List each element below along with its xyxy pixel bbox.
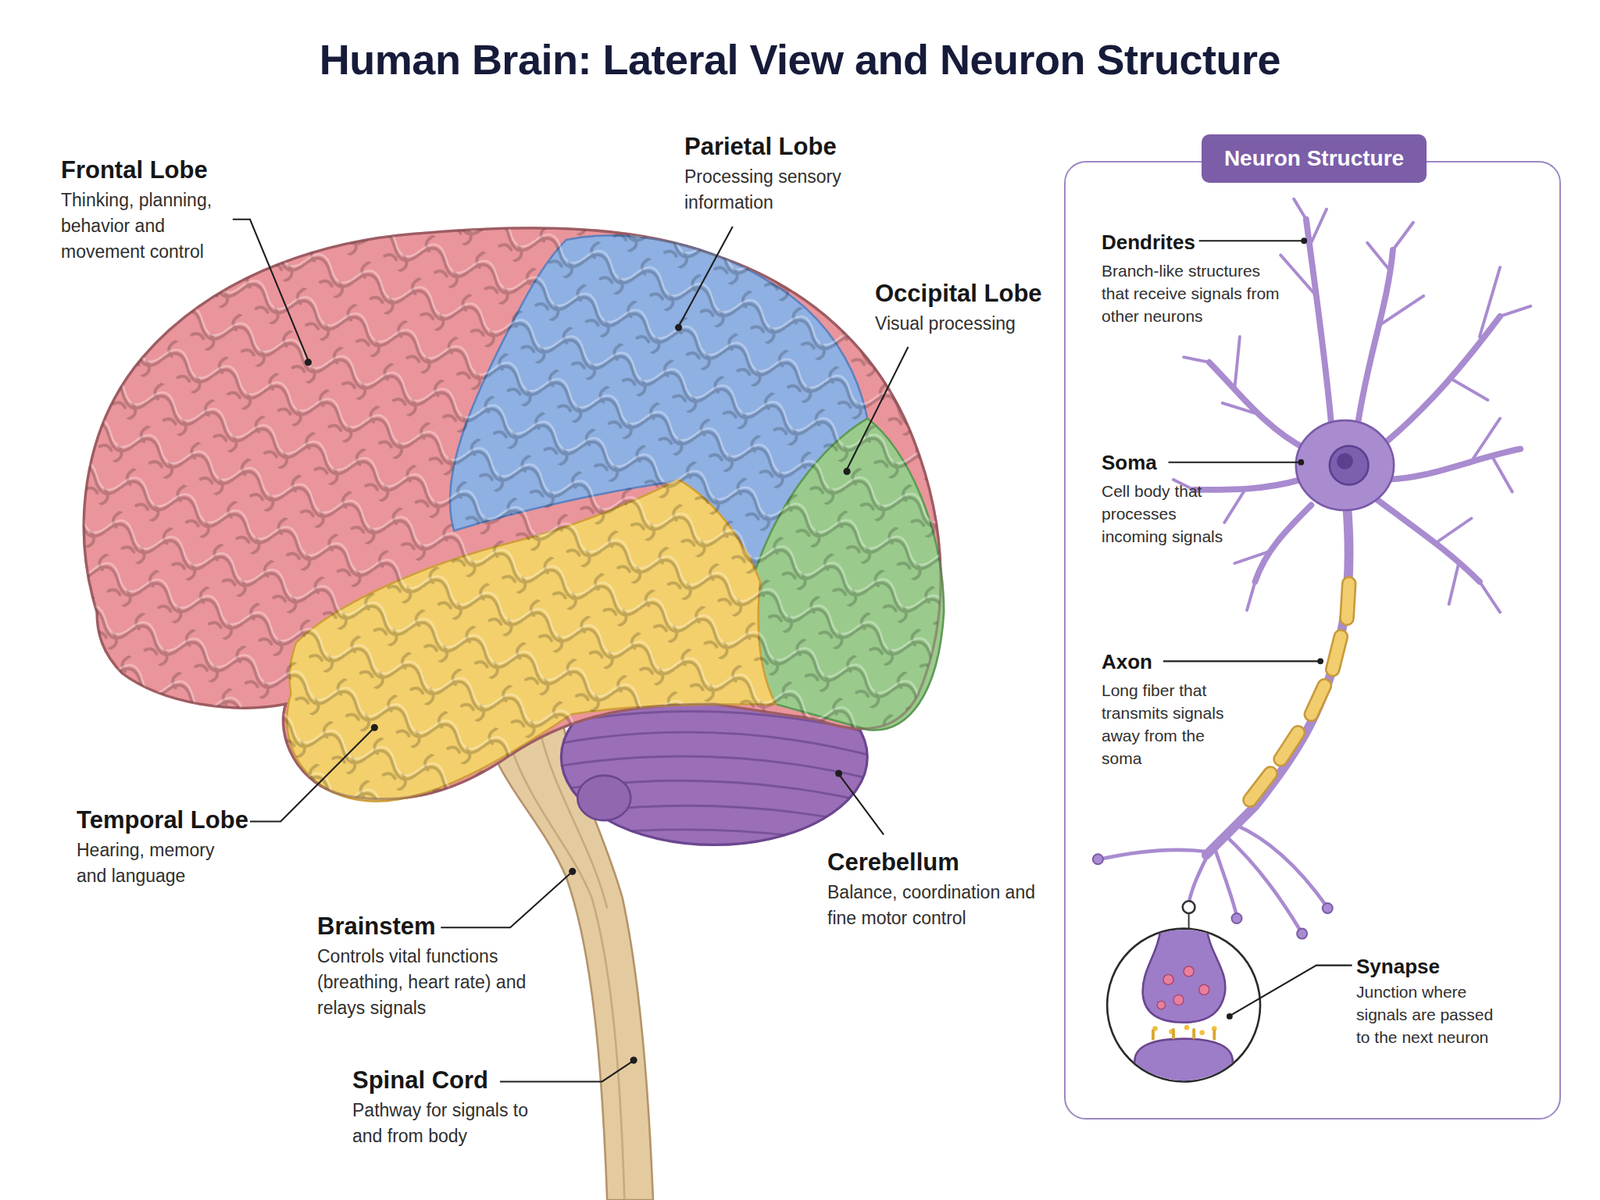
- vesicles: [1157, 966, 1210, 1010]
- callout-text: Processing sensory information: [684, 164, 879, 216]
- soma-shape: [1296, 420, 1394, 511]
- brainstem-shape: [484, 714, 654, 1200]
- vesicle: [1183, 966, 1194, 977]
- callout-text: Visual processing: [875, 310, 1102, 337]
- part-description: Cell body that processes incoming signal…: [1101, 479, 1238, 548]
- callout-text: Thinking, planning, behavior and movemen…: [60, 187, 243, 265]
- callout-text: Pathway for signals to and from body: [352, 1097, 534, 1150]
- dendrite: [1377, 500, 1480, 582]
- panel-heading: Neuron Structure: [1201, 134, 1427, 183]
- leader-line: [500, 1060, 633, 1082]
- myelin-sheath: [1250, 583, 1350, 800]
- leader-dot: [675, 324, 683, 332]
- synapse-detail: [1132, 923, 1236, 1093]
- leader-dot: [371, 724, 379, 732]
- diagram-title: Human Brain: Lateral View and Neuron Str…: [0, 34, 1600, 85]
- callout-heading: Temporal Lobe: [76, 806, 249, 835]
- transmitter: [1199, 1030, 1205, 1036]
- receptor: [1153, 1029, 1215, 1040]
- callout-text: Balance, coordination and fine motor con…: [827, 879, 1037, 932]
- leader-dot: [835, 769, 843, 777]
- leader-line: [440, 872, 572, 929]
- leader-dots: [304, 237, 1324, 1064]
- folia-line: [550, 732, 878, 758]
- terminal-button: [1322, 903, 1333, 914]
- leader-dot: [1317, 657, 1324, 665]
- axon-shaft: [1206, 505, 1350, 856]
- vesicle: [1157, 1000, 1165, 1009]
- leader-line: [250, 728, 374, 822]
- callout-heading: Brainstem: [317, 912, 436, 941]
- brainstem: [484, 714, 654, 1200]
- callout-text: Controls vital functions (breathing, hea…: [317, 943, 527, 1022]
- leader-line: [232, 219, 309, 361]
- part-heading: Soma: [1101, 450, 1158, 475]
- terminal-buttons: [1092, 853, 1333, 939]
- leader-line: [1168, 461, 1300, 464]
- callout-heading: Frontal Lobe: [60, 156, 208, 185]
- folia-line: [550, 829, 878, 850]
- myelin-sheath: [1250, 583, 1350, 800]
- callout-heading: Cerebellum: [827, 848, 960, 877]
- terminal-branch: [1100, 824, 1327, 932]
- neurotransmitters: [1152, 1025, 1217, 1036]
- leader-lines: [232, 219, 1353, 1083]
- transmitter: [1184, 1025, 1190, 1031]
- leader-dot: [1300, 237, 1308, 244]
- leader-line: [1163, 660, 1320, 662]
- presynaptic-terminal: [1142, 923, 1226, 1023]
- frontal-lobe: [83, 228, 941, 800]
- dendrite: [1306, 219, 1333, 429]
- neuron: [1092, 199, 1531, 940]
- part-description: Junction where signals are passed to the…: [1356, 980, 1507, 1049]
- vesicle: [1173, 994, 1184, 1005]
- myelin-outline: [1250, 583, 1350, 800]
- callout-heading: Parietal Lobe: [684, 132, 837, 161]
- leader-line: [839, 775, 884, 836]
- leader-dot: [630, 1056, 638, 1064]
- leader-dot: [1226, 1013, 1233, 1020]
- leader-dot: [843, 467, 851, 475]
- leader-dot: [304, 358, 312, 366]
- nucleus: [1329, 446, 1369, 486]
- part-heading: Axon: [1101, 650, 1153, 674]
- dendrite: [1255, 505, 1312, 583]
- leader-line: [846, 346, 908, 470]
- cerebrum-outline: [83, 228, 941, 800]
- terminal-button: [1231, 913, 1242, 924]
- part-heading: Dendrites: [1101, 230, 1196, 254]
- dendrite: [1193, 479, 1301, 490]
- gyri-texture: [83, 228, 941, 800]
- dendrite: [1377, 316, 1500, 450]
- dendrite: [1357, 250, 1393, 429]
- dendrite: [1209, 362, 1307, 450]
- axon-terminals: [1100, 824, 1327, 932]
- callout-heading: Occipital Lobe: [875, 279, 1043, 308]
- part-description: Branch-like structures that receive sign…: [1101, 259, 1280, 328]
- zoom-marker: [1182, 900, 1196, 914]
- myelin: [1250, 583, 1350, 800]
- leader-dot: [568, 867, 576, 875]
- vesicle: [1199, 984, 1210, 995]
- leader-line: [678, 226, 733, 327]
- terminal-button: [1296, 928, 1308, 940]
- part-heading: Synapse: [1356, 954, 1440, 979]
- receptors: [1153, 1029, 1215, 1040]
- leader-line: [1199, 239, 1305, 242]
- vesicle: [1163, 974, 1174, 985]
- neuron-panel: Neuron StructureDendritesBranch-like str…: [1064, 160, 1561, 1120]
- zoom-line: [1188, 913, 1190, 930]
- nucleolus: [1336, 453, 1354, 470]
- synapse-zoom: [1107, 923, 1261, 1093]
- leader-line: [1230, 965, 1352, 1016]
- leader-dot: [1297, 459, 1304, 466]
- dendrite: [1382, 449, 1521, 480]
- terminal-button: [1092, 853, 1104, 865]
- cerebellum-lobule: [577, 775, 631, 821]
- part-description: Long fiber that transmits signals away f…: [1101, 678, 1240, 770]
- postsynaptic-membrane: [1132, 1039, 1236, 1093]
- callout-heading: Spinal Cord: [352, 1066, 489, 1095]
- cerebrum: [83, 228, 944, 802]
- callout-text: Hearing, memory and language: [76, 837, 240, 890]
